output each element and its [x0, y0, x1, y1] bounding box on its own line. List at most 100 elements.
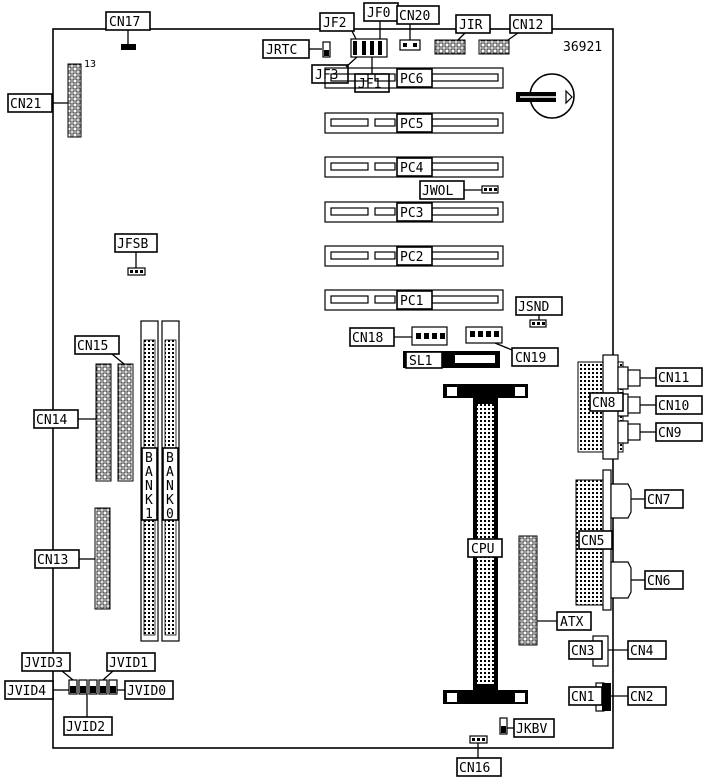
jvid-jumpers	[68, 679, 118, 695]
cn9-label-box	[655, 422, 703, 442]
atx-label: ATX	[560, 615, 584, 630]
jvid2-label-box	[63, 716, 113, 736]
jvid4-label: JVID4	[7, 684, 46, 699]
cn15-label-box	[74, 335, 120, 355]
jkbv-jumper	[499, 717, 508, 735]
pci-slot-pc3	[324, 201, 504, 223]
jf2-label: JF2	[323, 16, 346, 31]
cn14-connector	[95, 363, 112, 482]
cn12-label-box	[509, 14, 553, 34]
cn3-label: CN3	[571, 644, 594, 659]
jf0-label: JF0	[367, 6, 390, 21]
cn18-label: CN18	[352, 331, 383, 346]
jvid1-label: JVID1	[109, 656, 148, 671]
svg-text:K: K	[166, 493, 174, 508]
cpu-label: CPU	[471, 542, 494, 557]
cn2-port	[602, 683, 611, 711]
jfsb-label: JFSB	[117, 237, 148, 252]
dimm-bank1: B A N K 1	[140, 320, 159, 642]
cn19-connector	[465, 326, 503, 344]
cn18-connector	[411, 326, 448, 346]
atx-connector	[518, 535, 538, 646]
cn15-connector	[117, 363, 134, 482]
cn5-label: CN5	[581, 534, 604, 549]
cn4-label: CN4	[630, 644, 654, 659]
jir-label-box	[455, 14, 491, 34]
jf1-label: JF1	[358, 77, 381, 92]
cn16-label: CN16	[459, 761, 490, 776]
jvid3-label-box	[21, 652, 71, 672]
jvid3-label: JVID3	[24, 656, 63, 671]
cn12-connector	[478, 39, 510, 55]
pc1-label: PC1	[400, 294, 423, 309]
pci-slots: PC6 PC5 PC4 PC3 PC2 PC1	[324, 67, 504, 311]
cn2-label: CN2	[630, 690, 653, 705]
pci-slot-pc6	[324, 67, 504, 89]
cn4-label-box	[627, 640, 667, 660]
cn21-label: CN21	[10, 97, 41, 112]
jfsb-jumper	[127, 267, 146, 276]
pci-slot-pc1	[324, 289, 504, 311]
cn11-label: CN11	[658, 371, 689, 386]
jwol-label: JWOL	[422, 184, 453, 199]
jvid1-label-box	[106, 652, 156, 672]
pin-number-label: 13	[84, 59, 96, 70]
svg-text:N: N	[166, 479, 174, 494]
pc4-label: PC4	[400, 161, 424, 176]
jir-connector	[434, 39, 466, 55]
cn7-label: CN7	[647, 493, 670, 508]
cn17-label: CN17	[109, 15, 140, 30]
cn14-label: CN14	[36, 413, 67, 428]
cn2-label-box	[627, 686, 667, 706]
pc2-label: PC2	[400, 250, 423, 265]
cn19-label-box	[511, 347, 559, 367]
svg-text:N: N	[145, 479, 153, 494]
cn10-label-box	[655, 395, 703, 415]
cn20-connector	[399, 39, 421, 51]
jf2-label-box	[319, 12, 355, 32]
cn20-label-box	[396, 5, 440, 25]
jsnd-jumper	[529, 319, 547, 328]
cn6-label: CN6	[647, 574, 670, 589]
jvid0-label: JVID0	[127, 684, 166, 699]
jwol-jumper	[481, 185, 499, 194]
cn12-label: CN12	[512, 18, 543, 33]
cn1-label: CN1	[571, 690, 594, 705]
pc3-label: PC3	[400, 206, 423, 221]
pci-slot-pc2	[324, 245, 504, 267]
cn9-label: CN9	[658, 426, 681, 441]
cn20-label: CN20	[399, 9, 430, 24]
cmos-battery	[516, 73, 575, 119]
sl1-label: SL1	[409, 354, 432, 369]
svg-text:0: 0	[166, 507, 174, 522]
jrtc-jumper	[322, 41, 331, 58]
cn13-connector	[94, 507, 111, 610]
jkbv-label-box	[513, 718, 555, 738]
cn15-label: CN15	[77, 339, 108, 354]
svg-text:B: B	[145, 451, 153, 466]
cn7-label-box	[644, 489, 684, 509]
svg-text:K: K	[145, 493, 153, 508]
board-id: 36921	[563, 40, 602, 55]
jir-label: JIR	[459, 18, 483, 33]
cn13-label: CN13	[37, 553, 68, 568]
jsnd-label: JSND	[518, 300, 549, 315]
cn10-label: CN10	[658, 399, 689, 414]
pci-slot-pc4	[324, 156, 504, 178]
jkbv-label: JKBV	[516, 722, 547, 737]
svg-text:1: 1	[145, 507, 153, 522]
svg-text:A: A	[166, 465, 174, 480]
cn8-label: CN8	[592, 396, 615, 411]
pc5-label: PC5	[400, 117, 423, 132]
jf-jumper-cluster	[350, 38, 388, 58]
cn6-label-box	[644, 570, 684, 590]
atx-label-box	[556, 611, 592, 631]
dimm-bank0: B A N K 0	[161, 320, 180, 642]
cn16-label-box	[456, 757, 502, 777]
svg-text:B: B	[166, 451, 174, 466]
jf3-label: JF3	[315, 68, 338, 83]
pci-slot-pc5	[324, 112, 504, 134]
cpu-slot: CPU	[443, 384, 528, 704]
cn17-connector	[121, 44, 136, 50]
